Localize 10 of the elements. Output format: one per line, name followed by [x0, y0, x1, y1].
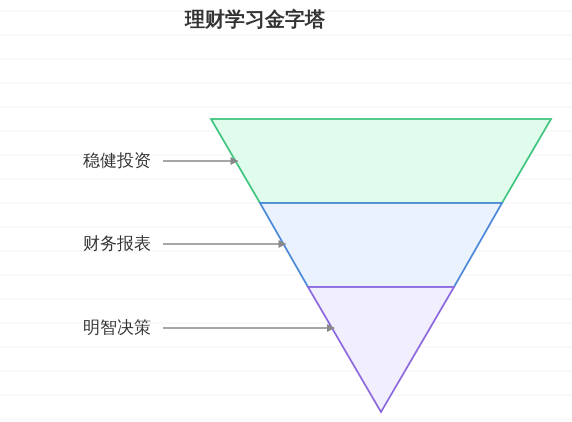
arrow [163, 240, 286, 248]
pyramid-label: 稳健投资 [83, 151, 151, 171]
pyramid-label: 财务报表 [83, 234, 151, 254]
pyramid-band [259, 202, 503, 288]
pyramid-band [210, 118, 552, 204]
arrow [163, 324, 335, 332]
arrow [163, 157, 238, 165]
title: 理财学习金字塔 [184, 6, 326, 33]
pyramid-label: 明智决策 [83, 318, 151, 338]
pyramid-tip [307, 286, 455, 413]
